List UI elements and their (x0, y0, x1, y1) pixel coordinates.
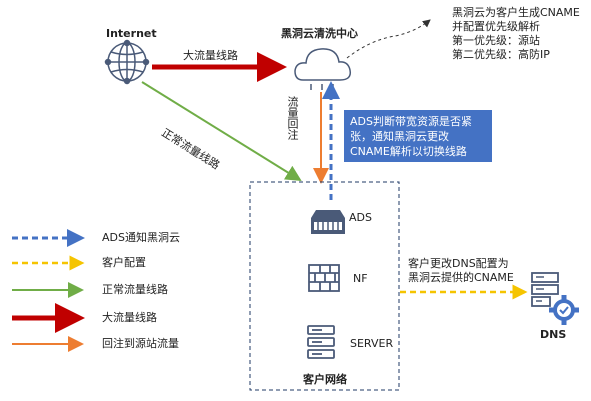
cname-note-line-4: 第二优先级：高防IP (452, 48, 550, 61)
server-rack-icon (307, 325, 335, 359)
legend-label-customer-config: 客户配置 (102, 256, 146, 269)
dns-label: DNS (540, 328, 567, 341)
ads-label: ADS (349, 211, 372, 224)
gear-icon (549, 295, 579, 325)
firewall-icon (308, 264, 340, 292)
big-traffic-label: 大流量线路 (183, 49, 238, 62)
cname-note-line-2: 并配置优先级解析 (452, 20, 540, 33)
cname-note-line-3: 第一优先级：源站 (452, 34, 540, 47)
legend-label-return-traffic: 回注到源站流量 (102, 337, 179, 350)
ads-device-icon (311, 210, 345, 234)
legend-label-normal-traffic: 正常流量线路 (102, 283, 168, 296)
legend-label-ads-notify: ADS通知黑洞云 (102, 231, 180, 244)
cloud-center-label: 黑洞云清洗中心 (281, 27, 358, 40)
legend-swatches (12, 229, 85, 352)
return-traffic-label: 流量回注 (286, 96, 299, 140)
cloud-icon (294, 48, 352, 90)
legend-label-big-traffic: 大流量线路 (102, 311, 157, 324)
customer-dns-label: 客户更改DNS配置为 黑洞云提供的CNAME (408, 257, 514, 284)
dns-server-icon (531, 272, 559, 307)
server-label: SERVER (350, 337, 394, 350)
cname-note-connector (346, 19, 431, 59)
customer-network-box (249, 181, 400, 391)
customer-network-label: 客户网络 (303, 373, 347, 386)
internet-label: Internet (106, 27, 157, 40)
nf-label: NF (353, 272, 368, 285)
cname-note-line-1: 黑洞云为客户生成CNAME (452, 6, 580, 19)
ads-decision-callout: ADS判断带宽资源是否紧张，通知黑洞云更改CNAME解析以切换线路 (344, 110, 492, 162)
normal-traffic-arrow (141, 81, 302, 182)
globe-icon (104, 39, 150, 85)
